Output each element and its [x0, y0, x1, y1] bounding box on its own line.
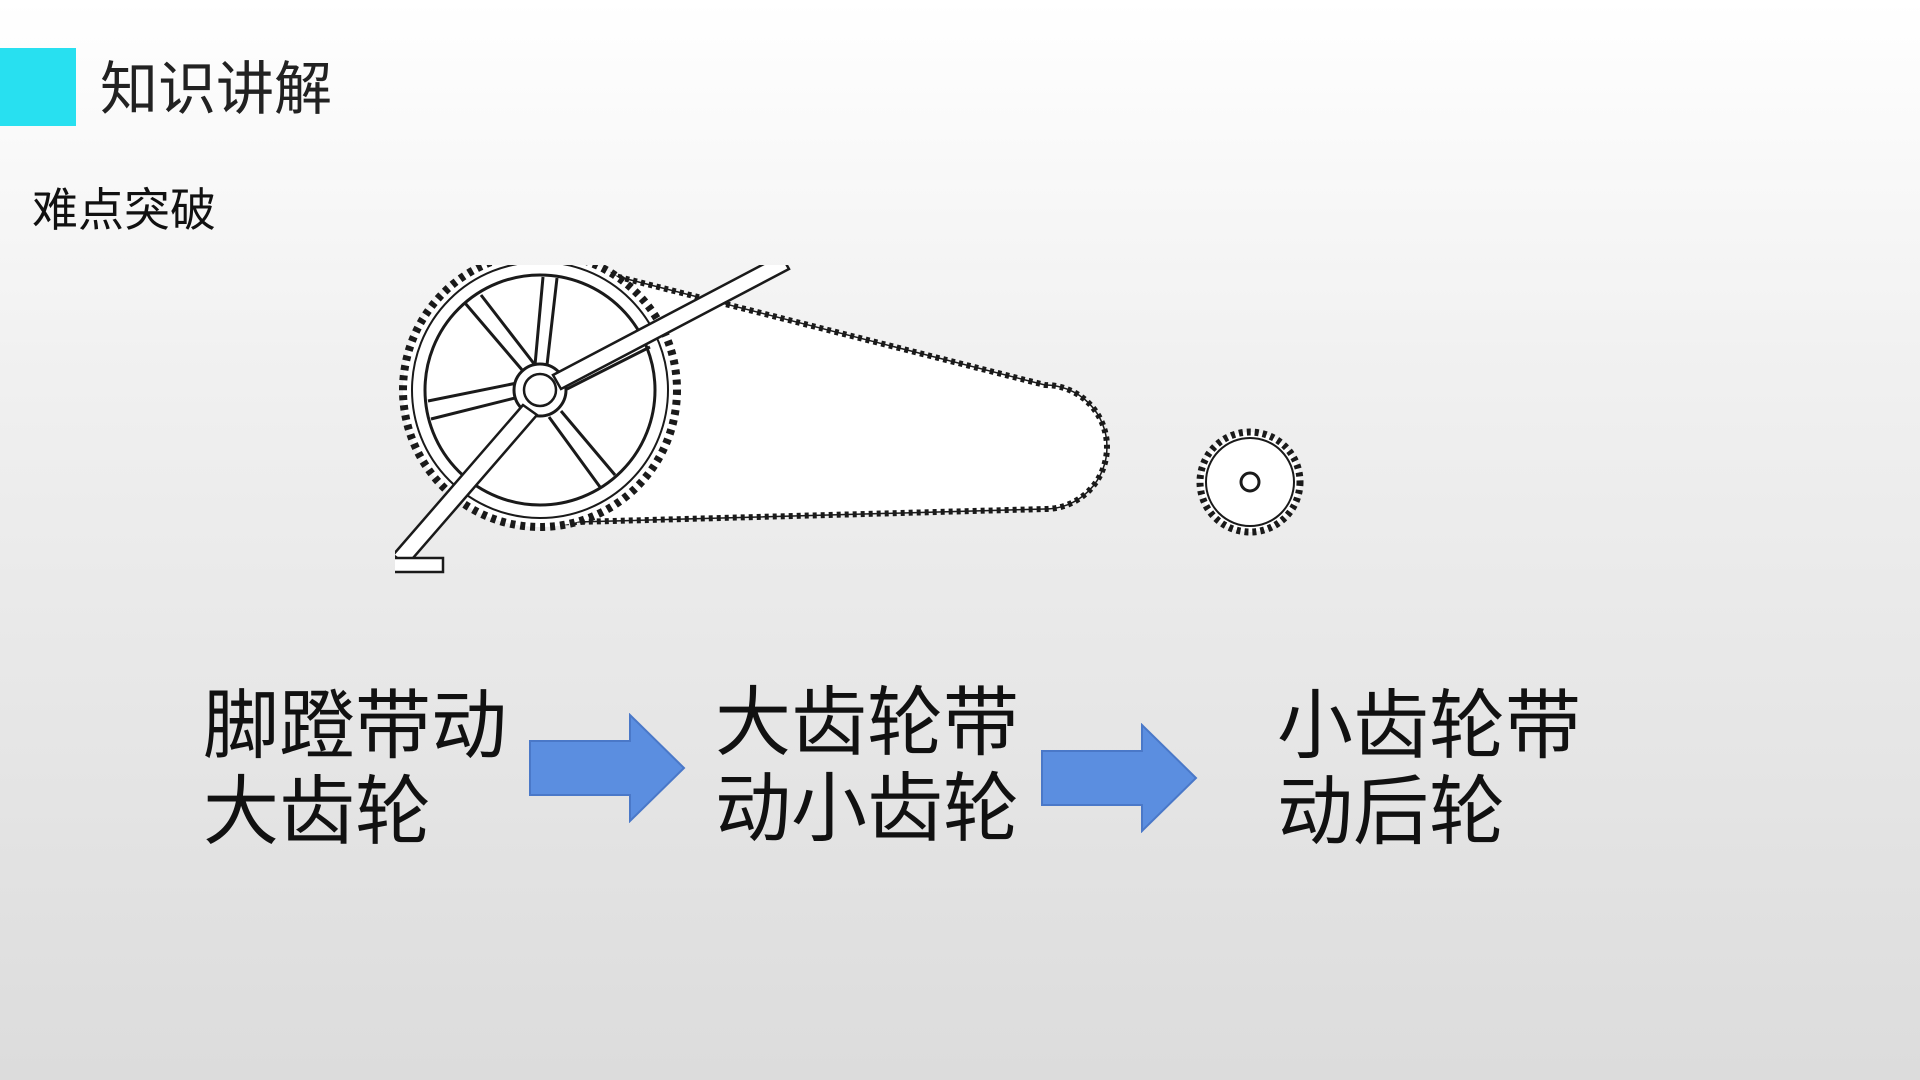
pedal-left — [395, 556, 445, 574]
step-small-gear-drives-rear-wheel: 小齿轮带 动后轮 — [1277, 683, 1581, 855]
right-arrow-icon — [529, 713, 686, 823]
step-line: 小齿轮带 — [1277, 681, 1581, 770]
accent-bar — [0, 48, 76, 126]
step-line: 大齿轮带 — [715, 678, 1019, 767]
step-line: 动小齿轮 — [715, 764, 1019, 853]
section-subtitle: 难点突破 — [32, 183, 216, 237]
step-big-gear-drives-small-gear: 大齿轮带 动小齿轮 — [715, 680, 1019, 852]
step-pedal-drives-big-gear: 脚蹬带动 大齿轮 — [203, 683, 507, 855]
step-line: 大齿轮 — [203, 767, 431, 856]
step-line: 脚蹬带动 — [203, 681, 507, 770]
slide-title: 知识讲解 — [100, 55, 333, 123]
step-line: 动后轮 — [1277, 767, 1505, 856]
right-arrow-icon — [1041, 723, 1198, 833]
bicycle-chain-drive-icon — [395, 265, 1304, 574]
